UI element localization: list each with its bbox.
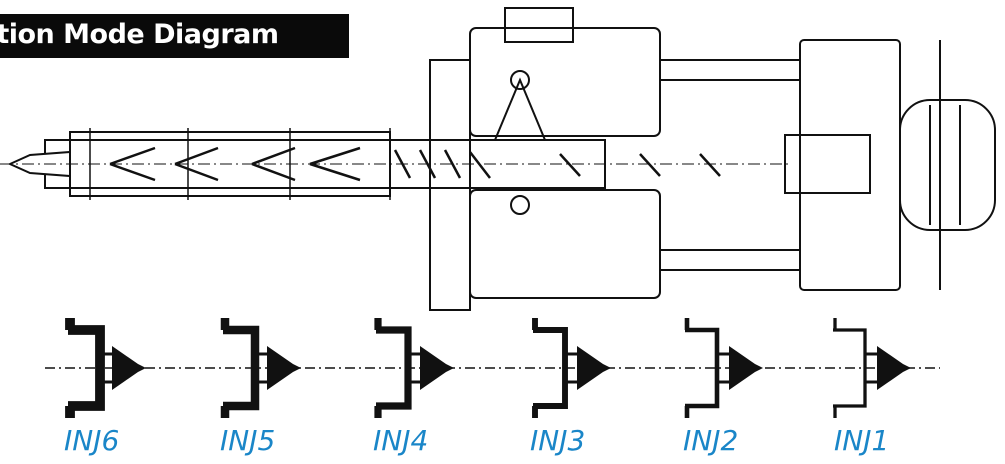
mode-label: INJ1 <box>834 424 890 457</box>
rear-cylinder <box>784 39 996 291</box>
barrel-assembly <box>0 128 790 200</box>
diagram-title: ection Mode Diagram <box>0 19 279 50</box>
title-banner: ection Mode Diagram <box>0 14 349 58</box>
mode-symbol-inj5 <box>220 318 301 418</box>
screw-flights <box>109 146 721 182</box>
mode-symbols <box>45 318 940 418</box>
mode-label: INJ4 <box>373 424 429 457</box>
gear-housing <box>429 7 800 311</box>
mode-label: INJ6 <box>64 424 120 457</box>
mode-label: INJ5 <box>220 424 276 457</box>
mode-symbol-inj4 <box>374 318 454 418</box>
mode-symbol-inj6 <box>65 318 146 418</box>
mode-symbol-inj2 <box>684 318 763 418</box>
mode-label: INJ3 <box>530 424 586 457</box>
mode-label: INJ2 <box>683 424 739 457</box>
mode-symbol-inj3 <box>532 318 611 418</box>
mode-symbol-inj1 <box>833 318 911 418</box>
